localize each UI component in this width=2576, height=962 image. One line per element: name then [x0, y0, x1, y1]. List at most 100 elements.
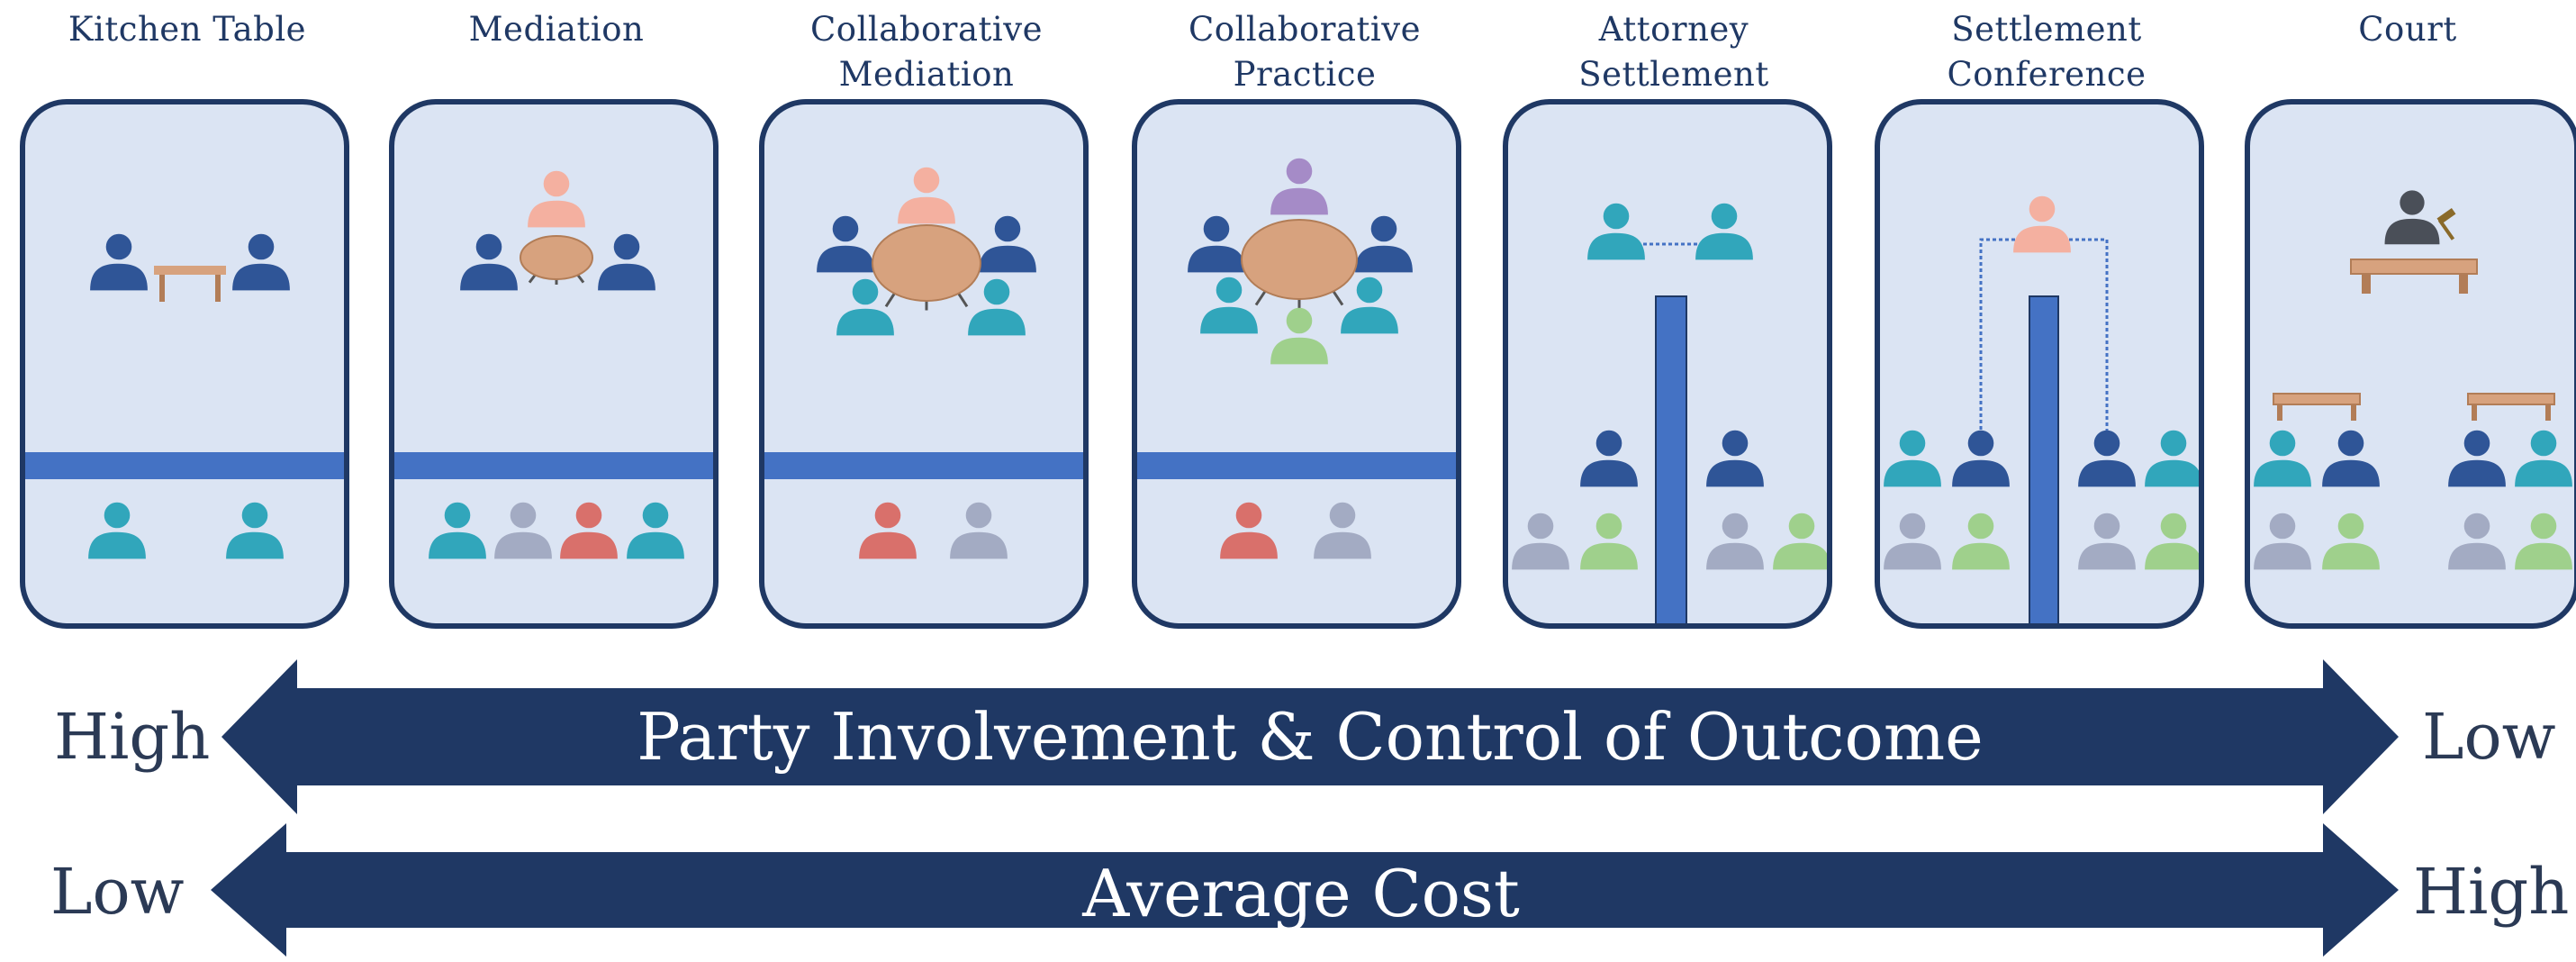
person-icon	[1200, 277, 1258, 334]
round-table	[520, 235, 593, 280]
person-body	[1270, 187, 1328, 215]
person-body	[2448, 459, 2506, 487]
communication-line	[2069, 238, 2109, 442]
person-icon	[1341, 277, 1398, 334]
person-body	[528, 200, 585, 228]
person-head	[1356, 277, 1383, 304]
person-body	[968, 308, 1026, 336]
person-head	[2530, 513, 2557, 540]
person-body	[2078, 542, 2136, 570]
person-body	[2254, 459, 2311, 487]
person-body	[2078, 459, 2136, 487]
cost-arrow-label: Average Cost	[1082, 856, 1520, 931]
person-head	[913, 167, 940, 194]
person-icon	[2254, 430, 2311, 487]
person-icon	[2013, 195, 2071, 253]
person-head	[2269, 430, 2296, 457]
person-head	[1370, 215, 1397, 242]
person-body	[1884, 542, 1941, 570]
barrier-wall	[2029, 295, 2059, 623]
panel-court	[2245, 99, 2576, 629]
person-icon	[1884, 430, 1941, 487]
person-icon	[1952, 513, 2010, 570]
person-icon	[1706, 513, 1764, 570]
arrows-graphic	[211, 659, 2399, 957]
person-body	[1270, 337, 1328, 365]
person-head	[2530, 430, 2557, 457]
person-icon	[2145, 430, 2199, 487]
person-head	[248, 233, 275, 260]
person-body	[1706, 459, 1764, 487]
person-icon	[2515, 513, 2572, 570]
person-head	[2463, 513, 2490, 540]
person-body	[979, 245, 1036, 273]
person-body	[2013, 225, 2071, 253]
person-body	[2448, 542, 2506, 570]
person-body	[1773, 542, 1827, 570]
person-head	[874, 502, 901, 529]
column-title-collaborative-mediation: Collaborative Mediation	[809, 10, 1044, 94]
table-leg	[2472, 404, 2477, 421]
person-body	[2145, 542, 2199, 570]
cost-arrow	[211, 823, 2399, 957]
person-icon	[1587, 203, 1645, 260]
person-icon	[1220, 502, 1278, 559]
person-body	[1587, 232, 1645, 260]
person-icon	[1695, 203, 1753, 260]
person-head	[1722, 430, 1749, 457]
person-head	[965, 502, 992, 529]
person-head	[444, 502, 471, 529]
table-leg	[2277, 404, 2282, 421]
person-head	[2029, 195, 2056, 222]
table-leg	[159, 275, 165, 302]
person-icon	[1580, 430, 1638, 487]
person-icon	[898, 167, 955, 224]
person-head	[1286, 158, 1313, 185]
person-head	[104, 502, 131, 529]
person-head	[1899, 430, 1926, 457]
person-body	[1220, 531, 1278, 559]
person-icon	[2515, 430, 2572, 487]
person-body	[494, 531, 552, 559]
column-title-collaborative-practice: Collaborative Practice	[1188, 10, 1422, 94]
table-top	[154, 266, 226, 275]
person-icon	[2384, 190, 2440, 245]
person-head	[642, 502, 669, 529]
person-icon	[1512, 513, 1569, 570]
person-head	[2337, 513, 2364, 540]
person-head	[2160, 430, 2187, 457]
person-icon	[2322, 430, 2380, 487]
person-icon	[232, 233, 290, 291]
person-head	[852, 278, 879, 305]
person-body	[2322, 459, 2380, 487]
person-icon	[968, 278, 1026, 336]
person-head	[2269, 513, 2296, 540]
column-title-kitchen-table: Kitchen Table	[68, 10, 307, 49]
panel-settlement-conference	[1875, 99, 2204, 629]
person-head	[1899, 513, 1926, 540]
person-icon	[1270, 158, 1328, 215]
person-body	[2145, 459, 2199, 487]
person-icon	[1188, 215, 1245, 273]
person-head	[1595, 430, 1622, 457]
person-body	[460, 263, 518, 291]
divider-bar	[394, 452, 713, 479]
person-body	[1355, 245, 1413, 273]
person-icon	[627, 502, 684, 559]
person-icon	[1270, 307, 1328, 365]
person-icon	[90, 233, 148, 291]
involvement-arrow	[221, 659, 2399, 814]
person-icon	[1952, 430, 2010, 487]
involvement-right-label: Low	[2422, 700, 2556, 774]
bench-leg	[2459, 274, 2468, 294]
person-icon	[2448, 430, 2506, 487]
person-body	[1706, 542, 1764, 570]
person-icon	[2145, 513, 2199, 570]
person-icon	[88, 502, 146, 559]
round-table	[1241, 219, 1358, 300]
person-icon	[460, 233, 518, 291]
person-icon	[817, 215, 874, 273]
person-head	[2093, 513, 2120, 540]
person-body	[2322, 542, 2380, 570]
table-leg	[2545, 404, 2551, 421]
